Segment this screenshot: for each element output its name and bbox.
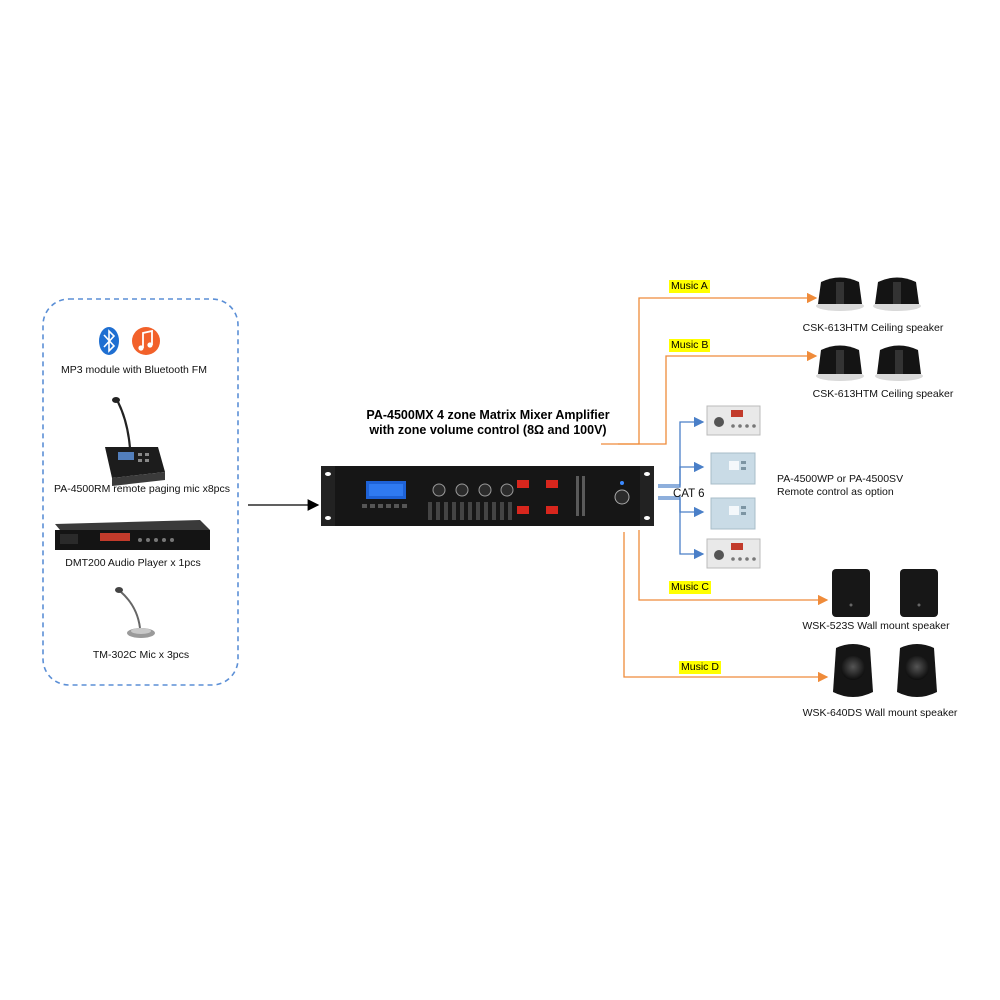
cat6-label: CAT 6: [673, 488, 705, 500]
wall-speaker-523s: [900, 569, 938, 617]
line-music-d: [623, 532, 829, 683]
bluetooth-icon: [99, 327, 119, 355]
wall-speaker-640ds: [833, 644, 873, 697]
source-label-dmt200: DMT200 Audio Player x 1pcs: [65, 557, 201, 569]
remote-panel-wp: [710, 452, 756, 485]
remote-label-line2: Remote control as option: [777, 486, 894, 498]
remote-panel-wp: [710, 497, 756, 530]
amplifier-title-line1: PA-4500MX 4 zone Matrix Mixer Amplifier: [366, 408, 610, 422]
label-music-c-speaker: WSK-523S Wall mount speaker: [802, 620, 950, 632]
label-music-d-speaker: WSK-640DS Wall mount speaker: [802, 707, 958, 719]
zone-lines-orange: [601, 292, 829, 683]
tag-music-b: Music B: [669, 339, 711, 352]
line-music-c: [638, 530, 829, 606]
remote-label-line1: PA-4500WP or PA-4500SV: [777, 473, 904, 485]
ceiling-speaker: [816, 277, 864, 311]
ceiling-speaker: [816, 345, 864, 381]
dmt200-audio-player: [55, 520, 210, 550]
cat6-lines-blue: [658, 416, 705, 560]
wall-speaker-640ds: [897, 644, 937, 697]
tm302c-gooseneck-mic: [115, 587, 155, 638]
music-note-icon: [132, 327, 160, 355]
tag-music-d: Music D: [679, 661, 721, 674]
source-label-tm302c: TM-302C Mic x 3pcs: [92, 649, 190, 661]
ceiling-speaker: [875, 345, 923, 381]
label-music-a-speaker: CSK-613HTM Ceiling speaker: [802, 322, 944, 334]
tag-music-c: Music C: [669, 581, 711, 594]
amplifier-title: PA-4500MX 4 zone Matrix Mixer Amplifier …: [366, 408, 609, 438]
tag-music-a: Music A: [669, 280, 710, 293]
paging-mic-station: [105, 397, 165, 486]
pa4500mx-amplifier: [321, 466, 654, 526]
ceiling-speaker: [873, 277, 921, 311]
source-label-paging-mic: PA-4500RM remote paging mic x8pcs: [53, 483, 231, 495]
line-music-b: [618, 350, 818, 445]
remote-panel-sv: [706, 538, 761, 569]
wall-speaker-523s: [832, 569, 870, 617]
label-music-b-speaker: CSK-613HTM Ceiling speaker: [812, 388, 954, 400]
remote-panel-sv: [706, 405, 761, 436]
source-label-mp3: MP3 module with Bluetooth FM: [61, 364, 207, 376]
amplifier-title-line2: with zone volume control (8Ω and 100V): [369, 423, 607, 437]
